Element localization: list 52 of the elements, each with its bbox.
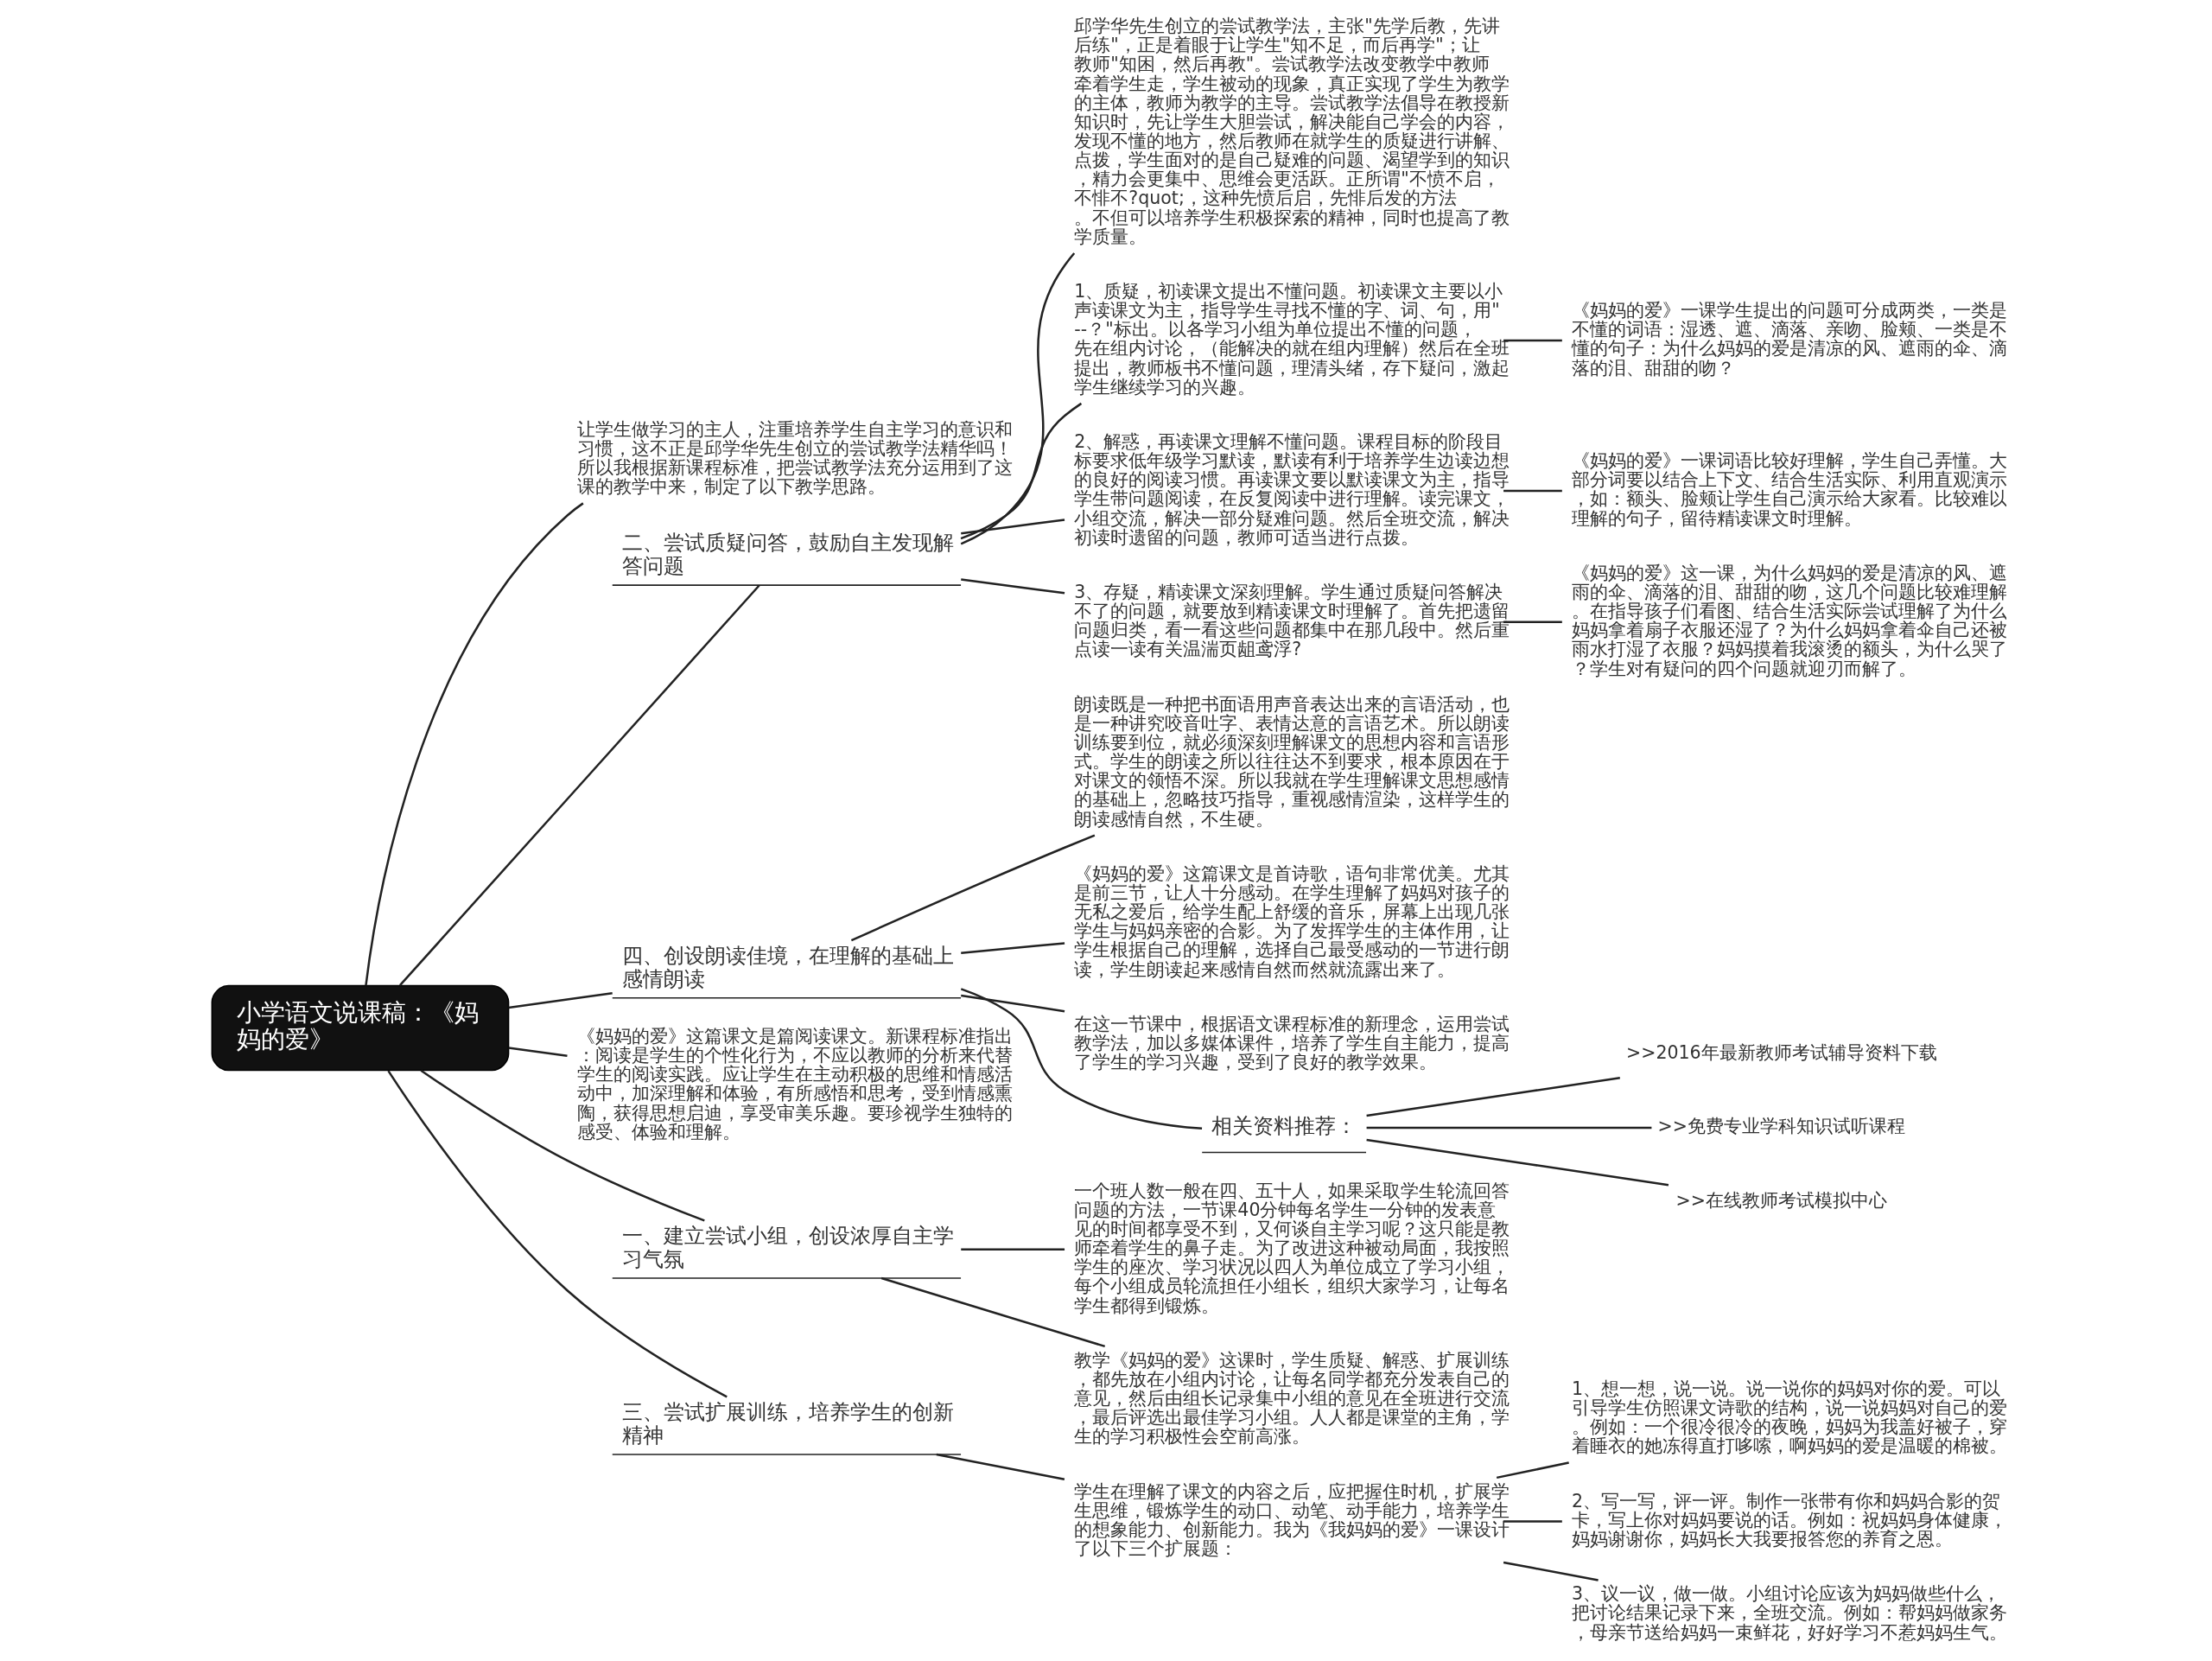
connector	[960, 252, 1075, 545]
node-text: 一个班人数一般在四、五十人，如果采取学生轮流回答问题的方法，一节课40分钟每名学生一分钟的发表意见的时间都享受不到，又何谈自主学习呢？这只能是教师牵着学生的鼻子走。为了改进这种被动局面，我按照学生的座次、学习状况以四人为单位成立了学习小组，每个小组成员轮流担任小组长，组织大家学习，让每名学生都得到锻炼。	[1073, 1180, 1510, 1316]
node-text: 1、质疑，初读课文提出不懂问题。初读课文主要以小声读课文为主，指导学生寻找不懂的字、词、句，用"--？"标出。以各学习小组为单位提出不懂的问题，先在组内讨论，（能解决的就在组内理解）然后在全班提出，教师板书不懂问题，理清头绪，存下疑问，激起学生继续学习的兴趣。	[1073, 281, 1510, 398]
node-text: 3、存疑，精读课文深刻理解。学生通过质疑问答解决不了的问题，就要放到精读课文时理解了。首先把遗留问题归类，看一看这些问题都集中在那几段中。然后重点读一读有关温湍页龃鸢浮?	[1073, 581, 1510, 660]
node-text: 2、写一写，评一评。制作一张带有你和妈妈合影的贺卡，写上你对妈妈要说的话。例如：祝妈妈身体健康，妈妈谢谢你，妈妈长大我要报答您的养育之恩。	[1571, 1490, 2007, 1550]
connector	[386, 1070, 728, 1398]
connector	[960, 1248, 1065, 1251]
node-text: 一、建立尝试小组，创设浓厚自主学习气氛	[621, 1223, 954, 1271]
connector	[936, 1453, 1065, 1480]
connector	[1503, 1561, 1599, 1581]
connector	[398, 584, 760, 986]
connector	[850, 834, 1095, 942]
node-text: 让学生做学习的主人，注重培养学生自主学习的意识和习惯，这不正是邱学华先生创立的尝试教学法精华吗！所以我根据新课程标准，把尝试教学法充分运用到了这课的教学中来，制定了以下教学思路。	[576, 418, 1013, 498]
connector	[960, 994, 1065, 1013]
node-text: 学生在理解了课文的内容之后，应把握住时机，扩展学生思维，锻炼学生的动口、动笔、动手能力，培养学生的想象能力、创新能力。我为《我妈妈的爱》一课设计了以下三个扩展题：	[1073, 1480, 1510, 1560]
connector	[960, 988, 1202, 1130]
connector	[1366, 1126, 1651, 1130]
connector	[1503, 339, 1562, 342]
connector	[1496, 1461, 1569, 1480]
node-text: 《妈妈的爱》这篇课文是篇阅读课文。新课程标准指出：阅读是学生的个性化行为，不应以教师的分析来代替学生的阅读实践。应让学生在主动积极的思维和情感活动中，加深理解和体验，有所感悟和思考，受到情感熏陶，获得思想启迪，享受审美乐趣。要珍视学生独特的感受、体验和理解。	[576, 1025, 1013, 1142]
connector	[507, 992, 613, 1009]
node-text: 教学《妈妈的爱》这课时，学生质疑、解惑、扩展训练，都先放在小组内讨论，让每名同学都充分发表自己的意见，然后由组长记录集中小组的意见在全班进行交流，最后评选出最佳学习小组。人人都是课堂的主角，学生的学习积极性会空前高涨。	[1073, 1349, 1510, 1448]
connector	[1503, 1520, 1562, 1523]
connector	[1503, 489, 1562, 493]
node-text: 三、尝试扩展训练，培养学生的创新精神	[621, 1399, 954, 1448]
node-text: 朗读既是一种把书面语用声音表达出来的言语活动，也是一种讲究咬音吐字、表情达意的言语艺术。所以朗读训练要到位，就必须深刻理解课文的思想内容和言语形式。学生的朗读之所以往往达不到要求，根本原因在于对课文的领悟不深。所以我就在学生理解课文思想感情的基础上，忽略技巧指导，重视感情渲染，这样学生的朗读感情自然，不生硬。	[1073, 693, 1510, 830]
node-text: 《妈妈的爱》这篇课文是首诗歌，语句非常优美。尤其是前三节，让人十分感动。在学生理解了妈妈对孩子的无私之爱后，给学生配上舒缓的音乐，屏幕上出现几张学生与妈妈亲密的合影。为了发挥学生的主体作用，让学生根据自己的理解，选择自己最受感动的一节进行朗读，学生朗读起来感情自然而然就流露出来了。	[1073, 862, 1510, 980]
connector	[1503, 620, 1562, 624]
node-text: 《妈妈的爱》一课学生提出的问题可分成两类，一类是不懂的词语：湿透、遮、滴落、亲吻、脸颊、一类是不懂的句子：为什么妈妈的爱是清凉的风、遮雨的伞、滴落的泪、甜甜的吻？	[1571, 300, 2007, 379]
node-text: 四、创设朗读佳境，在理解的基础上感情朗读	[621, 943, 954, 991]
connector	[960, 402, 1082, 540]
node-text: >>免费专业学科知识试听课程	[1657, 1116, 1905, 1137]
node-text: 1、想一想，说一说。说一说你的妈妈对你的爱。可以引导学生仿照课文诗歌的结构，说一说妈妈对自己的爱。例如：一个很冷很冷的夜晚，妈妈为我盖好被子，穿着睡衣的她冻得直打哆嗦，啊妈妈的爱是温暖的棉被。	[1571, 1378, 2007, 1457]
connector	[1365, 1077, 1620, 1117]
connector	[960, 519, 1065, 535]
node-text: >>2016年最新教师考试辅导资料下载	[1625, 1041, 1937, 1063]
node-text: 相关资料推荐：	[1211, 1113, 1357, 1138]
node-text: 在这一节课中，根据语文课程标准的新理念，运用尝试教学法，加以多媒体课件，培养了学生自主能力，提高了学生的学习兴趣，受到了良好的教学效果。	[1073, 1013, 1510, 1073]
connector	[880, 1276, 1105, 1348]
connector	[960, 942, 1065, 954]
connector	[1365, 1138, 1669, 1187]
node-text: 《妈妈的爱》一课词语比较好理解，学生自己弄懂。大部分词要以结合上下文、结合生活实际、利用直观演示，如：额头、脸颊让学生自己演示给大家看。比较难以理解的句子，留待精读课文时理解。	[1571, 450, 2007, 529]
connector	[960, 578, 1065, 595]
node-text: >>在线教师考试模拟中心	[1675, 1189, 1887, 1211]
node-text: 邱学华先生创立的尝试教学法，主张"先学后教，先讲后练"，正是着眼于让学生"知不足，而后再学"；让教师"知困，然后再教"。尝试教学法改变教学中教师牵着学生走，学生被动的现象，真正实现了学生为教学的主体，教师为教学的主导。尝试教学法倡导在教授新知识时，先让学生大胆尝试，解决能自己学会的内容，发现不懂的地方，然后教师在就学生的质疑进行讲解、点拨，学生面对的是自己疑难的问题、渴望学到的知识，精力会更集中、思维会更活跃。正所谓"不愤不启，不悱不?quot;，这种先愤后启，先悱后发的方法。不但可以培养学生积极探索的精神，同时也提高了教学质量。	[1073, 16, 1510, 247]
node-text: 2、解惑，再读课文理解不懂问题。课程目标的阶段目标要求低年级学习默读，默读有利于培养学生边读边想的良好的阅读习惯。再读课文要以默读课文为主，指导学生带问题阅读，在反复阅读中进行理解。读完课文，小组交流，解决一部分疑难问题。然后全班交流，解决初读时遗留的问题，教师可适当进行点拨。	[1073, 430, 1510, 548]
node-text: 3、议一议，做一做。小组讨论应该为妈妈做些什么，把讨论结果记录下来，全班交流。例如：帮妈妈做家务，母亲节送给妈妈一束鲜花，好好学习不惹妈妈生气。	[1571, 1583, 2007, 1643]
connector	[364, 502, 584, 986]
node-box: 小学语文说课稿：《妈妈的爱》	[211, 984, 509, 1072]
node-text: 二、尝试质疑问答，鼓励自主发现解答问题	[621, 530, 954, 578]
connector	[420, 1069, 705, 1222]
connector	[507, 1047, 568, 1058]
